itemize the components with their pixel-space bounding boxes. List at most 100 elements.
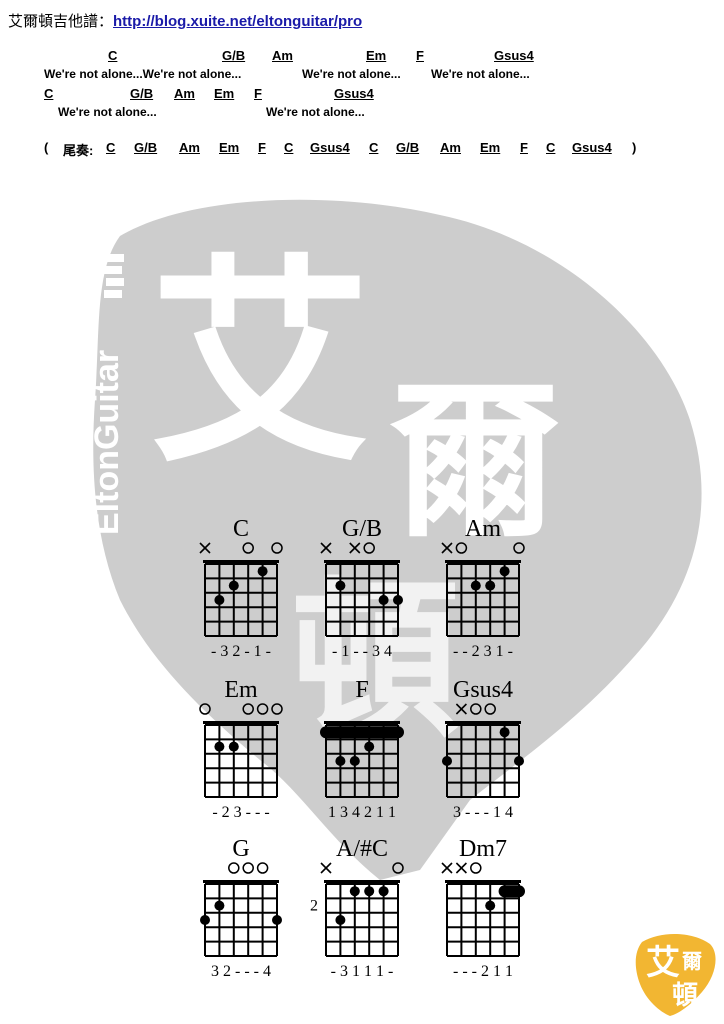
finger-dot (214, 741, 225, 752)
chord-label: Em (214, 86, 235, 101)
fingering-text: 3 2 - - - 4 (211, 963, 271, 980)
chord-label: Am (174, 86, 195, 101)
watermark-char-1: 艾 (150, 236, 370, 492)
chord-diagram: G3 2 - - - 4 (200, 836, 282, 980)
muted-stroke (199, 542, 211, 554)
chord-diagram: A/#C 2 - 3 1 1 1 - (310, 836, 404, 980)
muted-stroke (455, 703, 467, 715)
outro-chord: F (258, 140, 266, 155)
lyric-text: We're not alone... (431, 67, 530, 81)
muted-string-marker (455, 862, 467, 874)
outro-chord: G/B (134, 140, 158, 155)
finger-dot (228, 580, 239, 591)
nut-line (203, 560, 279, 563)
open-string-marker (256, 862, 269, 874)
muted-stroke (441, 542, 453, 554)
fingering-text: - 2 3 - - - (212, 804, 269, 821)
muted-stroke (320, 862, 332, 874)
logo-char-1: 艾 (646, 943, 680, 983)
open-string-marker (242, 862, 254, 874)
open-string-marker (242, 703, 254, 715)
lyric-text: We're not alone... (302, 67, 401, 81)
chord-label: F (254, 86, 262, 101)
finger-dot (349, 886, 360, 897)
logo-char-2: 爾 (681, 949, 702, 973)
nut-line (445, 721, 521, 724)
open-string-marker (363, 542, 375, 554)
muted-stroke (441, 862, 453, 874)
nut-line (324, 880, 400, 883)
nut-line (445, 560, 521, 563)
chord-name: Dm7 (459, 836, 507, 862)
finger-dot (257, 566, 268, 577)
open-string-marker (199, 703, 211, 715)
outro-chord: G/B (396, 140, 420, 155)
logo-char-3: 頓 (672, 981, 698, 1011)
finger-dot (200, 915, 210, 925)
fingering-text: - - - 2 1 1 (453, 963, 513, 980)
nut-line (324, 721, 400, 724)
finger-dot (272, 915, 282, 925)
finger-dot (485, 900, 496, 911)
finger-dot (364, 886, 375, 897)
outro-close-paren: ) (632, 140, 637, 155)
open-string-marker (271, 703, 283, 715)
eltonguitar-logo: 艾 爾 頓 (635, 933, 716, 1016)
chord-name: G/B (342, 516, 382, 542)
muted-stroke (455, 862, 467, 874)
chord-label: Gsus4 (334, 86, 374, 101)
chord-label: Em (366, 48, 387, 63)
finger-dot (378, 595, 389, 605)
chord-diagram: Em- 2 3 - - - (199, 677, 283, 821)
nut-line (203, 721, 279, 724)
outro-chord: Gsus4 (572, 140, 612, 155)
outro-label: 尾奏: (63, 143, 94, 158)
chord-diagram: F1 3 4 2 1 1 (320, 677, 404, 821)
watermark-brand: EltonGuitar (88, 350, 126, 535)
open-string-marker (455, 542, 468, 554)
muted-string-marker (349, 542, 361, 554)
nut-line (324, 560, 400, 563)
open-string-marker (228, 862, 240, 874)
outro-chord: F (520, 140, 528, 155)
open-string-marker (256, 703, 269, 715)
muted-string-marker (441, 862, 453, 874)
finger-dot (335, 756, 346, 766)
chord-diagram: Am- - 2 3 1 - (441, 516, 525, 660)
chord-diagram: G/B- 1 - - 3 4 (320, 516, 403, 660)
outro-chord: Am (440, 140, 461, 155)
fingering-text: - - 2 3 1 - (453, 643, 513, 660)
finger-dot (335, 580, 346, 591)
header-label: 艾爾頓吉他譜： (8, 13, 114, 30)
finger-dot (228, 741, 239, 752)
finger-dot (335, 915, 346, 925)
headstock-pegs (104, 254, 124, 298)
open-string-marker (470, 862, 482, 874)
chord-label: G/B (130, 86, 154, 101)
finger-dot (514, 756, 524, 766)
chord-name: Gsus4 (453, 677, 513, 703)
fingering-text: 1 3 4 2 1 1 (328, 804, 396, 821)
fingering-text: 3 - - - 1 4 (453, 804, 513, 821)
finger-dot (378, 886, 389, 897)
finger-dot (393, 595, 403, 605)
finger-dot (364, 741, 375, 752)
muted-string-marker (320, 862, 332, 874)
blog-link[interactable]: http://blog.xuite.net/eltonguitar/pro (113, 13, 363, 30)
chord-label: C (108, 48, 118, 63)
outro-chord: Em (219, 140, 240, 155)
fingering-text: - 3 1 1 1 - (331, 963, 394, 980)
open-string-marker (470, 703, 482, 715)
fret-number: 2 (310, 898, 318, 915)
barre-bar (320, 726, 404, 739)
finger-dot (485, 580, 496, 591)
finger-dot (442, 756, 452, 766)
finger-dot (499, 727, 510, 738)
chord-label: Am (272, 48, 293, 63)
chord-diagram: C- 3 2 - 1 - (199, 516, 283, 660)
chord-name: A/#C (336, 836, 388, 862)
chord-label: C (44, 86, 54, 101)
muted-string-marker (441, 542, 453, 554)
chord-label: F (416, 48, 424, 63)
